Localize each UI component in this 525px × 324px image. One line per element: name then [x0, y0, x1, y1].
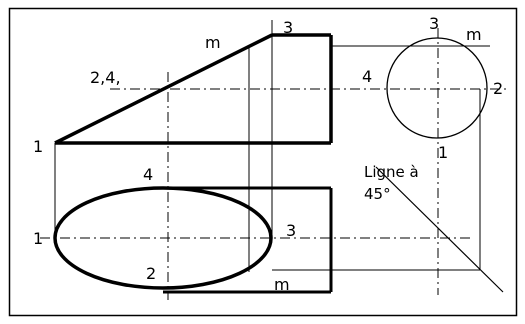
label-miter-angle: 45° [364, 185, 391, 203]
miter-line [375, 166, 504, 293]
label-side-3: 3 [429, 14, 439, 33]
label-front-top-m: m [205, 33, 221, 52]
label-top-2: 2 [146, 264, 156, 283]
side-circle [386, 37, 488, 139]
label-side-m: m [466, 25, 482, 44]
label-top-m: m [274, 275, 290, 294]
label-top-3: 3 [286, 221, 296, 240]
front-slant-edge [54, 33, 273, 145]
labels: m 3 2,4, 1 3 m 4 2 1 Ligne à 45° 4 1 3 2… [33, 14, 503, 294]
label-top-1: 1 [33, 229, 43, 248]
label-front-24: 2,4, [90, 68, 121, 87]
label-front-1: 1 [33, 137, 43, 156]
label-side-4: 4 [362, 67, 372, 86]
label-front-top-3: 3 [283, 18, 293, 37]
label-side-2: 2 [493, 79, 503, 98]
front-view [54, 20, 507, 300]
label-top-4: 4 [143, 165, 153, 184]
label-side-1: 1 [438, 143, 448, 162]
label-miter-line: Ligne à [364, 163, 419, 181]
top-view [40, 186, 472, 294]
side-view [386, 28, 488, 295]
drawing-frame [8, 7, 518, 317]
